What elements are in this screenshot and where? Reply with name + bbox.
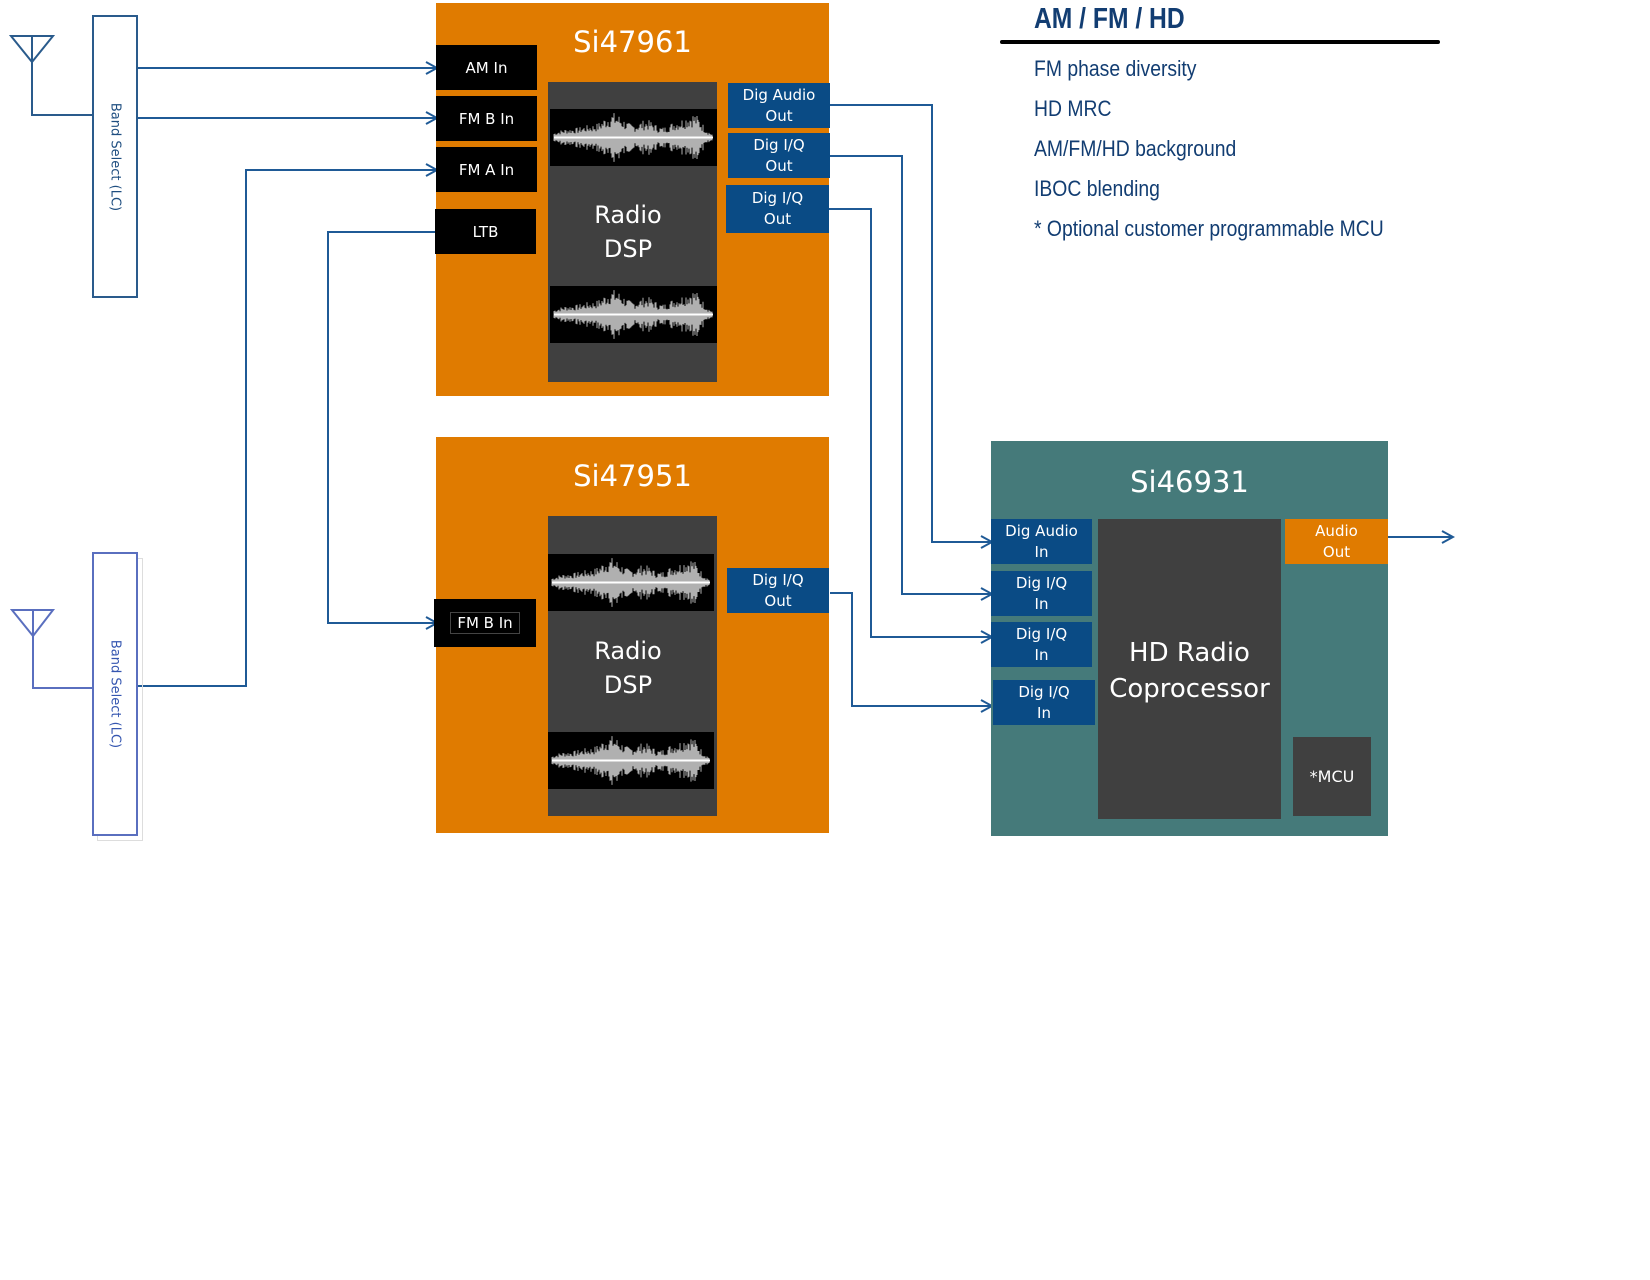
- band-select-bottom-label: Band Select (LC): [107, 639, 123, 749]
- feature-item: * Optional customer programmable MCU: [1034, 216, 1384, 241]
- port-dig-iq-in-2[interactable]: Dig I/Q In: [991, 622, 1092, 667]
- feature-item: FM phase diversity: [1034, 56, 1197, 81]
- label-line1: Dig Audio: [1005, 521, 1078, 540]
- chip-si47961-title: Si47961: [573, 25, 692, 59]
- dsp-label-line1: Radio: [594, 201, 662, 229]
- wire-dig-iq-3: [830, 592, 992, 706]
- port-dig-iq-in-3[interactable]: Dig I/Q In: [993, 680, 1095, 725]
- feature-item: IBOC blending: [1034, 176, 1160, 201]
- dsp-label-line2: DSP: [603, 235, 653, 263]
- label-line2: Out: [765, 156, 793, 175]
- label-line2: Out: [763, 210, 792, 228]
- waveform-icon: [548, 554, 714, 611]
- port-fma-in-label: FM A In: [458, 160, 515, 179]
- feature-item: HD MRC: [1034, 96, 1112, 121]
- port-fmb-in-2[interactable]: FM B In: [434, 599, 536, 647]
- label-line1: Dig Audio: [742, 85, 816, 104]
- features-title: AM / FM / HD: [1034, 3, 1185, 35]
- antenna-icon-top: [8, 35, 92, 116]
- wire-fma-in: [138, 170, 437, 687]
- port-ltb-label: LTB: [472, 222, 499, 241]
- waveform-icon: [548, 732, 714, 789]
- waveform-icon: [550, 109, 717, 166]
- label-line1: Dig I/Q: [753, 135, 805, 154]
- port-am-in-label: AM In: [465, 58, 508, 77]
- label-line2: Out: [764, 591, 792, 610]
- port-dig-iq-out-1[interactable]: Dig I/Q Out: [728, 133, 830, 178]
- radio-dsp-block-1: Radio DSP: [548, 82, 717, 382]
- mcu-label: *MCU: [1309, 767, 1355, 786]
- wire-ltb: [327, 231, 437, 623]
- port-dig-iq-out-3[interactable]: Dig I/Q Out: [727, 568, 829, 613]
- port-dig-iq-out-2[interactable]: Dig I/Q Out: [726, 185, 829, 233]
- label-line1: Audio: [1315, 521, 1358, 540]
- label-line1: Dig I/Q: [1015, 624, 1068, 643]
- port-fma-in[interactable]: FM A In: [436, 147, 537, 192]
- label-line1: Dig I/Q: [1018, 682, 1070, 701]
- port-fmb-in-2-label: FM B In: [450, 612, 520, 634]
- band-select-top[interactable]: Band Select (LC): [92, 15, 138, 298]
- label-line1: Dig I/Q: [1015, 573, 1068, 592]
- band-select-bottom[interactable]: Band Select (LC): [92, 552, 138, 836]
- port-ltb[interactable]: LTB: [435, 209, 536, 254]
- label-line2: Out: [1322, 542, 1351, 561]
- label-line2: In: [1034, 594, 1049, 613]
- wire-dig-iq-1: [830, 155, 992, 594]
- waveform-icon: [550, 286, 717, 343]
- label-line2: Out: [765, 106, 793, 125]
- dsp-label-line2: DSP: [603, 671, 653, 699]
- wire-dig-audio: [830, 104, 992, 542]
- label-line1: Dig I/Q: [752, 570, 804, 589]
- port-am-in[interactable]: AM In: [436, 45, 537, 90]
- hd-radio-coprocessor-block: HD Radio Coprocessor: [1098, 519, 1281, 819]
- core-label-line1: HD Radio: [1129, 638, 1250, 668]
- chip-si47951-title: Si47951: [573, 459, 692, 493]
- band-select-top-label: Band Select (LC): [107, 102, 123, 211]
- port-dig-iq-in-1[interactable]: Dig I/Q In: [991, 571, 1092, 616]
- label-line1: Dig I/Q: [751, 189, 804, 207]
- chip-si46931-title: Si46931: [1130, 465, 1249, 499]
- features-divider: [1000, 40, 1440, 44]
- port-fmb-in-label: FM B In: [458, 109, 515, 128]
- wire-dig-iq-2: [828, 208, 992, 637]
- feature-item: AM/FM/HD background: [1034, 136, 1237, 161]
- label-line2: In: [1037, 703, 1051, 722]
- label-line2: In: [1034, 645, 1049, 664]
- label-line2: In: [1034, 542, 1049, 561]
- dsp-label-line1: Radio: [594, 637, 662, 665]
- port-fmb-in[interactable]: FM B In: [436, 96, 537, 141]
- mcu-block: *MCU: [1293, 737, 1371, 816]
- core-label-line2: Coprocessor: [1109, 674, 1270, 704]
- antenna-icon-bottom: [9, 609, 92, 689]
- radio-dsp-block-2: Radio DSP: [548, 516, 717, 816]
